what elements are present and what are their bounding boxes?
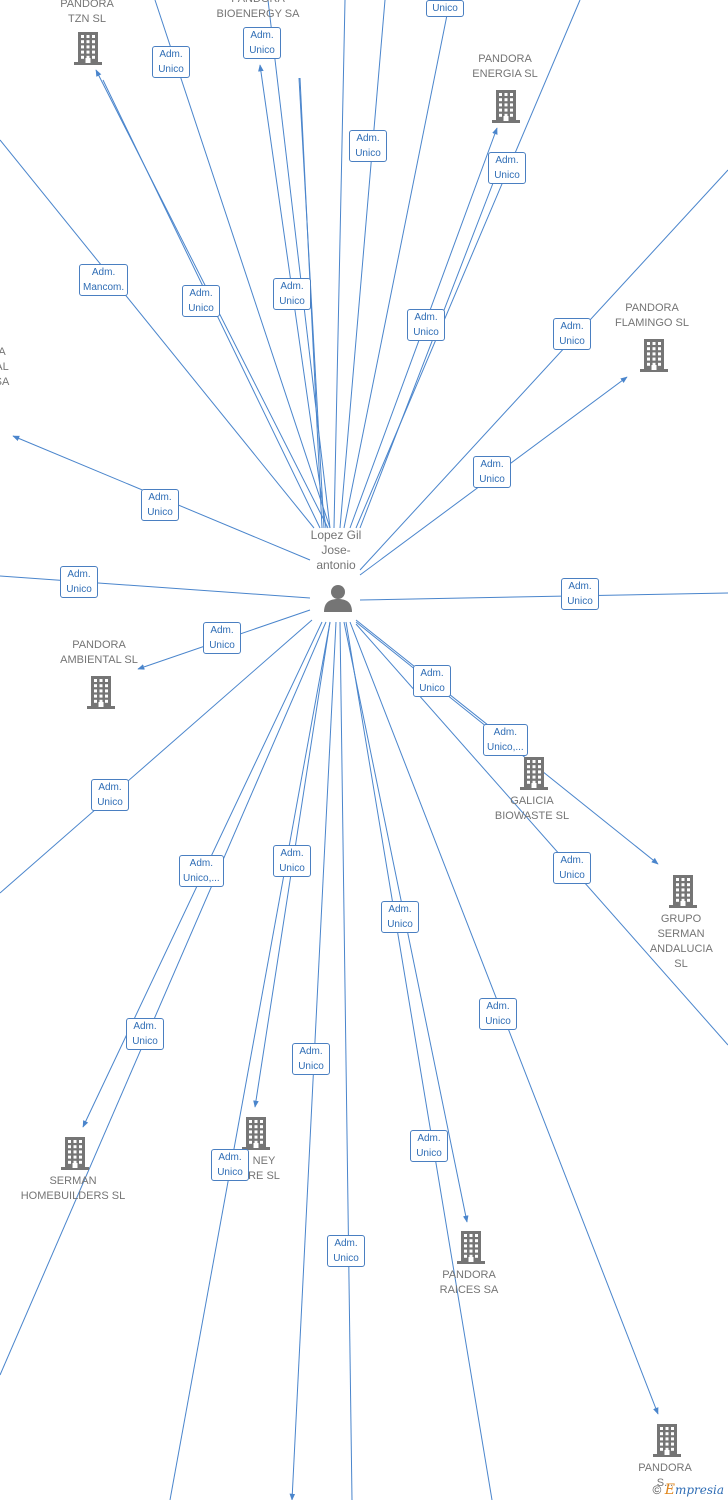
building-icon[interactable] (490, 88, 522, 124)
company-label-ambiental[interactable]: PANDORA AMBIENTAL SL (60, 639, 138, 666)
company-label-grupo[interactable]: GRUPO SERMAN ANDALUCIA SL (649, 913, 713, 970)
edge-8 (355, 0, 581, 529)
brand-logo-name[interactable]: mpresia (674, 1483, 724, 1497)
edge-12 (299, 77, 323, 529)
building-icon[interactable] (651, 1422, 683, 1458)
role-tag-r-bio[interactable]: Adm. Unico (243, 27, 281, 59)
role-tag-r-lowleft[interactable]: Adm. Unico (91, 779, 129, 811)
role-tag-r-amb[interactable]: Adm. Unico (203, 622, 241, 654)
edge-27 (169, 621, 331, 1500)
edge-6 (343, 14, 448, 529)
role-tag-r-leftline[interactable]: Adm. Unico (60, 566, 98, 598)
role-tag-r-fla2[interactable]: Adm. Unico (473, 456, 511, 488)
company-label-energia[interactable]: PANDORA ENERGIA SL (472, 53, 538, 80)
edge-9 (0, 139, 315, 529)
building-icon[interactable] (59, 1135, 91, 1171)
company-label-raices[interactable]: PANDORA RAICES SA (439, 1269, 499, 1296)
building-icon[interactable] (638, 337, 670, 373)
edge-3 (267, 0, 331, 529)
role-tag-r-ene2[interactable]: Adm. Unico (407, 309, 445, 341)
role-tag-r-money1[interactable]: Adm. Unico (273, 845, 311, 877)
edge-14 (359, 169, 728, 571)
company-label-tzn[interactable]: PANDORA TZN SL (60, 0, 114, 25)
role-tag-r-ene[interactable]: Adm. Unico (488, 152, 526, 184)
edge-29 (339, 621, 353, 1500)
center-person-name[interactable]: Lopez Gil Jose- antonio (310, 528, 362, 572)
person-icon[interactable] (322, 582, 354, 614)
company-label-galicia[interactable]: GALICIA BIOWASTE SL (494, 795, 570, 822)
edge-23 (0, 619, 313, 894)
copyright-symbol: © (652, 1483, 662, 1497)
role-tag-r-mid1[interactable]: Adm. Unico (349, 130, 387, 162)
role-tag-r-mid2[interactable]: Adm. Unico (292, 1043, 330, 1075)
building-icon[interactable] (240, 1115, 272, 1151)
role-tag-r-bottom[interactable]: Adm. Unico (327, 1235, 365, 1267)
role-tag-r-tzn2[interactable]: Adm. Unico (182, 285, 220, 317)
company-label-left-sa[interactable]: A AL SA (0, 346, 10, 388)
role-tag-r-unicodots[interactable]: Adm. Unico,... (179, 855, 224, 887)
edge-4 (333, 0, 346, 529)
building-icon[interactable] (667, 873, 699, 909)
brand-logo-initial: E (664, 1482, 675, 1498)
edge-22 (355, 623, 728, 1046)
edge-31 (345, 621, 493, 1500)
role-tag-r-gal1[interactable]: Adm. Unico (413, 665, 451, 697)
building-icon[interactable] (85, 674, 117, 710)
role-tag-r-shb[interactable]: Adm. Unico (126, 1018, 164, 1050)
edge-0 (154, 0, 331, 529)
role-tag-r-tzn[interactable]: Adm. Unico (152, 46, 190, 78)
role-tag-r-rai2[interactable]: Adm. Unico (410, 1130, 448, 1162)
company-label-serman-hb[interactable]: SERMAN HOMEBUILDERS SL (20, 1175, 126, 1202)
role-tag-r-left[interactable]: Adm. Unico (141, 489, 179, 521)
role-tag-r-gal2[interactable]: Adm. Unico,... (483, 724, 528, 756)
role-tag-r-money2[interactable]: Adm. Unico (211, 1149, 249, 1181)
company-label-flamingo[interactable]: PANDORA FLAMINGO SL (615, 302, 689, 329)
company-label-bottom-right[interactable]: PANDORA S... (638, 1462, 692, 1489)
role-tag-r-right[interactable]: Adm. Unico (561, 578, 599, 610)
edge-25 (0, 621, 327, 1376)
building-icon[interactable] (518, 755, 550, 791)
role-tag-r-fla1[interactable]: Adm. Unico (553, 318, 591, 350)
edge-5 (339, 0, 386, 529)
footer-credit: © Empresia (653, 1482, 724, 1498)
company-label-money[interactable]: NEY RE SL (248, 1155, 280, 1182)
role-tag-r-rai1[interactable]: Adm. Unico (381, 901, 419, 933)
building-icon[interactable] (455, 1229, 487, 1265)
building-icon[interactable] (72, 30, 104, 66)
edge-18 (359, 592, 728, 601)
role-tag-r-br[interactable]: Adm. Unico (479, 998, 517, 1030)
role-tag-r-top[interactable]: Unico (426, 0, 464, 17)
company-label-bioenergy[interactable]: PANDORA BIOENERGY SA (216, 0, 300, 20)
edge-13 (359, 164, 501, 529)
edge-17 (0, 575, 311, 599)
role-tag-r-grupo[interactable]: Adm. Unico (553, 852, 591, 884)
role-tag-r-mancom[interactable]: Adm. Mancom. (79, 264, 129, 296)
role-tag-r-bio2[interactable]: Adm. Unico (273, 278, 311, 310)
